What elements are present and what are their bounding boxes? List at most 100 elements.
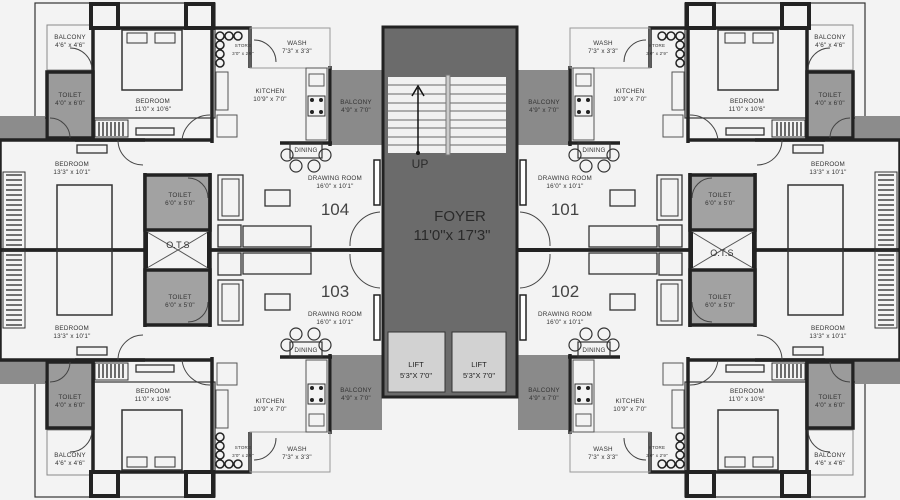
room-name-toilet-common: TOILET xyxy=(708,192,731,199)
room-name-toilet-common: TOILET xyxy=(708,294,731,301)
room-name-dining: DINING xyxy=(582,347,605,354)
room-dim-toilet-small: 4'0" x 6'0" xyxy=(815,100,845,107)
room-dim-store: 3'0" x 2'9" xyxy=(646,453,668,458)
room-dim-balcony-kitchen: 4'9" x 7'0" xyxy=(341,395,371,402)
room-name-bedroom-second: BEDROOM xyxy=(55,325,89,332)
room-name-dining: DINING xyxy=(294,347,317,354)
room-name-bedroom-master: BEDROOM xyxy=(136,98,170,105)
room-name-balcony-kitchen: BALCONY xyxy=(340,387,372,394)
room-dim-bedroom-second: 13'3" x 10'1" xyxy=(809,333,846,340)
room-name-store: STORE xyxy=(235,43,251,48)
room-dim-toilet-small: 4'0" x 6'0" xyxy=(55,100,85,107)
room-dim-bedroom-master: 11'0" x 10'6" xyxy=(729,106,766,113)
core: UP FOYER 11'0"x 17'3" LIFT 5'3"X 7'0" LI… xyxy=(350,25,550,399)
room-dim-store: 3'0" x 2'9" xyxy=(232,453,254,458)
room-name-store: STORE xyxy=(649,43,665,48)
foyer-name: FOYER xyxy=(434,208,486,225)
room-name-dining: DINING xyxy=(294,147,317,154)
room-dim-bedroom-master: 11'0" x 10'6" xyxy=(135,396,172,403)
room-dim-toilet-small: 4'0" x 6'0" xyxy=(815,402,845,409)
room-dim-balcony-kitchen: 4'9" x 7'0" xyxy=(529,395,559,402)
room-name-toilet-small: TOILET xyxy=(58,394,81,401)
room-name-toilet-small: TOILET xyxy=(58,92,81,99)
lift-1-name: LIFT xyxy=(408,360,424,369)
room-dim-toilet-small: 4'0" x 6'0" xyxy=(55,402,85,409)
room-name-dining: DINING xyxy=(582,147,605,154)
room-name-wash: WASH xyxy=(593,446,613,453)
unit-number-102: 102 xyxy=(551,282,579,301)
room-name-toilet-small: TOILET xyxy=(818,92,841,99)
room-dim-wash: 7'3" x 3'3" xyxy=(588,454,618,461)
room-name-store: STORE xyxy=(649,445,665,450)
room-name-bedroom-master: BEDROOM xyxy=(136,388,170,395)
room-dim-toilet-common: 6'0" x 5'0" xyxy=(165,200,195,207)
room-dim-drawing-room: 16'0" x 10'1" xyxy=(546,183,583,190)
room-name-drawing-room: DRAWING ROOM xyxy=(308,175,362,182)
room-dim-wash: 7'3" x 3'3" xyxy=(588,48,618,55)
room-dim-balcony-small: 4'6" x 4'6" xyxy=(815,42,845,49)
room-name-toilet-common: TOILET xyxy=(168,294,191,301)
room-dim-kitchen: 10'9" x 7'0" xyxy=(613,406,646,413)
foyer-dim: 11'0"x 17'3" xyxy=(414,227,491,244)
room-dim-store: 3'0" x 2'9" xyxy=(232,51,254,56)
room-dim-balcony-kitchen: 4'9" x 7'0" xyxy=(529,107,559,114)
room-name-bedroom-second: BEDROOM xyxy=(811,325,845,332)
room-name-kitchen: KITCHEN xyxy=(255,88,284,95)
room-dim-balcony-small: 4'6" x 4'6" xyxy=(815,460,845,467)
room-name-drawing-room: DRAWING ROOM xyxy=(538,175,592,182)
lift-2-dim: 5'3"X 7'0" xyxy=(463,371,495,380)
room-name-balcony-small: BALCONY xyxy=(814,452,846,459)
room-name-store: STORE xyxy=(235,445,251,450)
room-name-bedroom-second: BEDROOM xyxy=(811,161,845,168)
room-name-kitchen: KITCHEN xyxy=(615,398,644,405)
unit-number-101: 101 xyxy=(551,200,579,219)
room-dim-kitchen: 10'9" x 7'0" xyxy=(253,96,286,103)
room-name-toilet-common: TOILET xyxy=(168,192,191,199)
room-dim-kitchen: 10'9" x 7'0" xyxy=(253,406,286,413)
room-dim-bedroom-master: 11'0" x 10'6" xyxy=(135,106,172,113)
room-name-bedroom-master: BEDROOM xyxy=(730,98,764,105)
ots-shaft-left: O.T.S xyxy=(166,240,190,250)
room-name-toilet-small: TOILET xyxy=(818,394,841,401)
room-name-bedroom-master: BEDROOM xyxy=(730,388,764,395)
stair-up-label: UP xyxy=(412,157,429,171)
room-name-balcony-small: BALCONY xyxy=(54,34,86,41)
room-dim-bedroom-second: 13'3" x 10'1" xyxy=(809,169,846,176)
room-dim-balcony-small: 4'6" x 4'6" xyxy=(55,42,85,49)
room-dim-drawing-room: 16'0" x 10'1" xyxy=(316,183,353,190)
lift-2 xyxy=(451,331,507,393)
unit-number-103: 103 xyxy=(321,282,349,301)
room-dim-drawing-room: 16'0" x 10'1" xyxy=(316,319,353,326)
room-dim-toilet-common: 6'0" x 5'0" xyxy=(165,302,195,309)
room-name-bedroom-second: BEDROOM xyxy=(55,161,89,168)
room-dim-kitchen: 10'9" x 7'0" xyxy=(613,96,646,103)
lift-2-name: LIFT xyxy=(471,360,487,369)
room-name-balcony-kitchen: BALCONY xyxy=(528,387,560,394)
lift-1-dim: 5'3"X 7'0" xyxy=(400,371,432,380)
room-dim-balcony-kitchen: 4'9" x 7'0" xyxy=(341,107,371,114)
room-name-drawing-room: DRAWING ROOM xyxy=(308,311,362,318)
room-dim-store: 3'0" x 2'9" xyxy=(646,51,668,56)
room-dim-bedroom-master: 11'0" x 10'6" xyxy=(729,396,766,403)
room-name-wash: WASH xyxy=(287,40,307,47)
room-name-kitchen: KITCHEN xyxy=(255,398,284,405)
room-dim-toilet-common: 6'0" x 5'0" xyxy=(705,200,735,207)
room-name-balcony-small: BALCONY xyxy=(54,452,86,459)
lift-1 xyxy=(387,331,446,393)
room-dim-drawing-room: 16'0" x 10'1" xyxy=(546,319,583,326)
ots-shaft-right: O.T.S xyxy=(710,248,734,258)
room-name-balcony-kitchen: BALCONY xyxy=(528,99,560,106)
room-name-balcony-small: BALCONY xyxy=(814,34,846,41)
room-dim-wash: 7'3" x 3'3" xyxy=(282,48,312,55)
room-name-kitchen: KITCHEN xyxy=(615,88,644,95)
room-name-wash: WASH xyxy=(593,40,613,47)
room-name-drawing-room: DRAWING ROOM xyxy=(538,311,592,318)
room-name-balcony-kitchen: BALCONY xyxy=(340,99,372,106)
room-dim-bedroom-second: 13'3" x 10'1" xyxy=(53,333,90,340)
room-dim-toilet-common: 6'0" x 5'0" xyxy=(705,302,735,309)
unit-number-104: 104 xyxy=(321,200,349,219)
room-dim-balcony-small: 4'6" x 4'6" xyxy=(55,460,85,467)
room-dim-bedroom-second: 13'3" x 10'1" xyxy=(53,169,90,176)
